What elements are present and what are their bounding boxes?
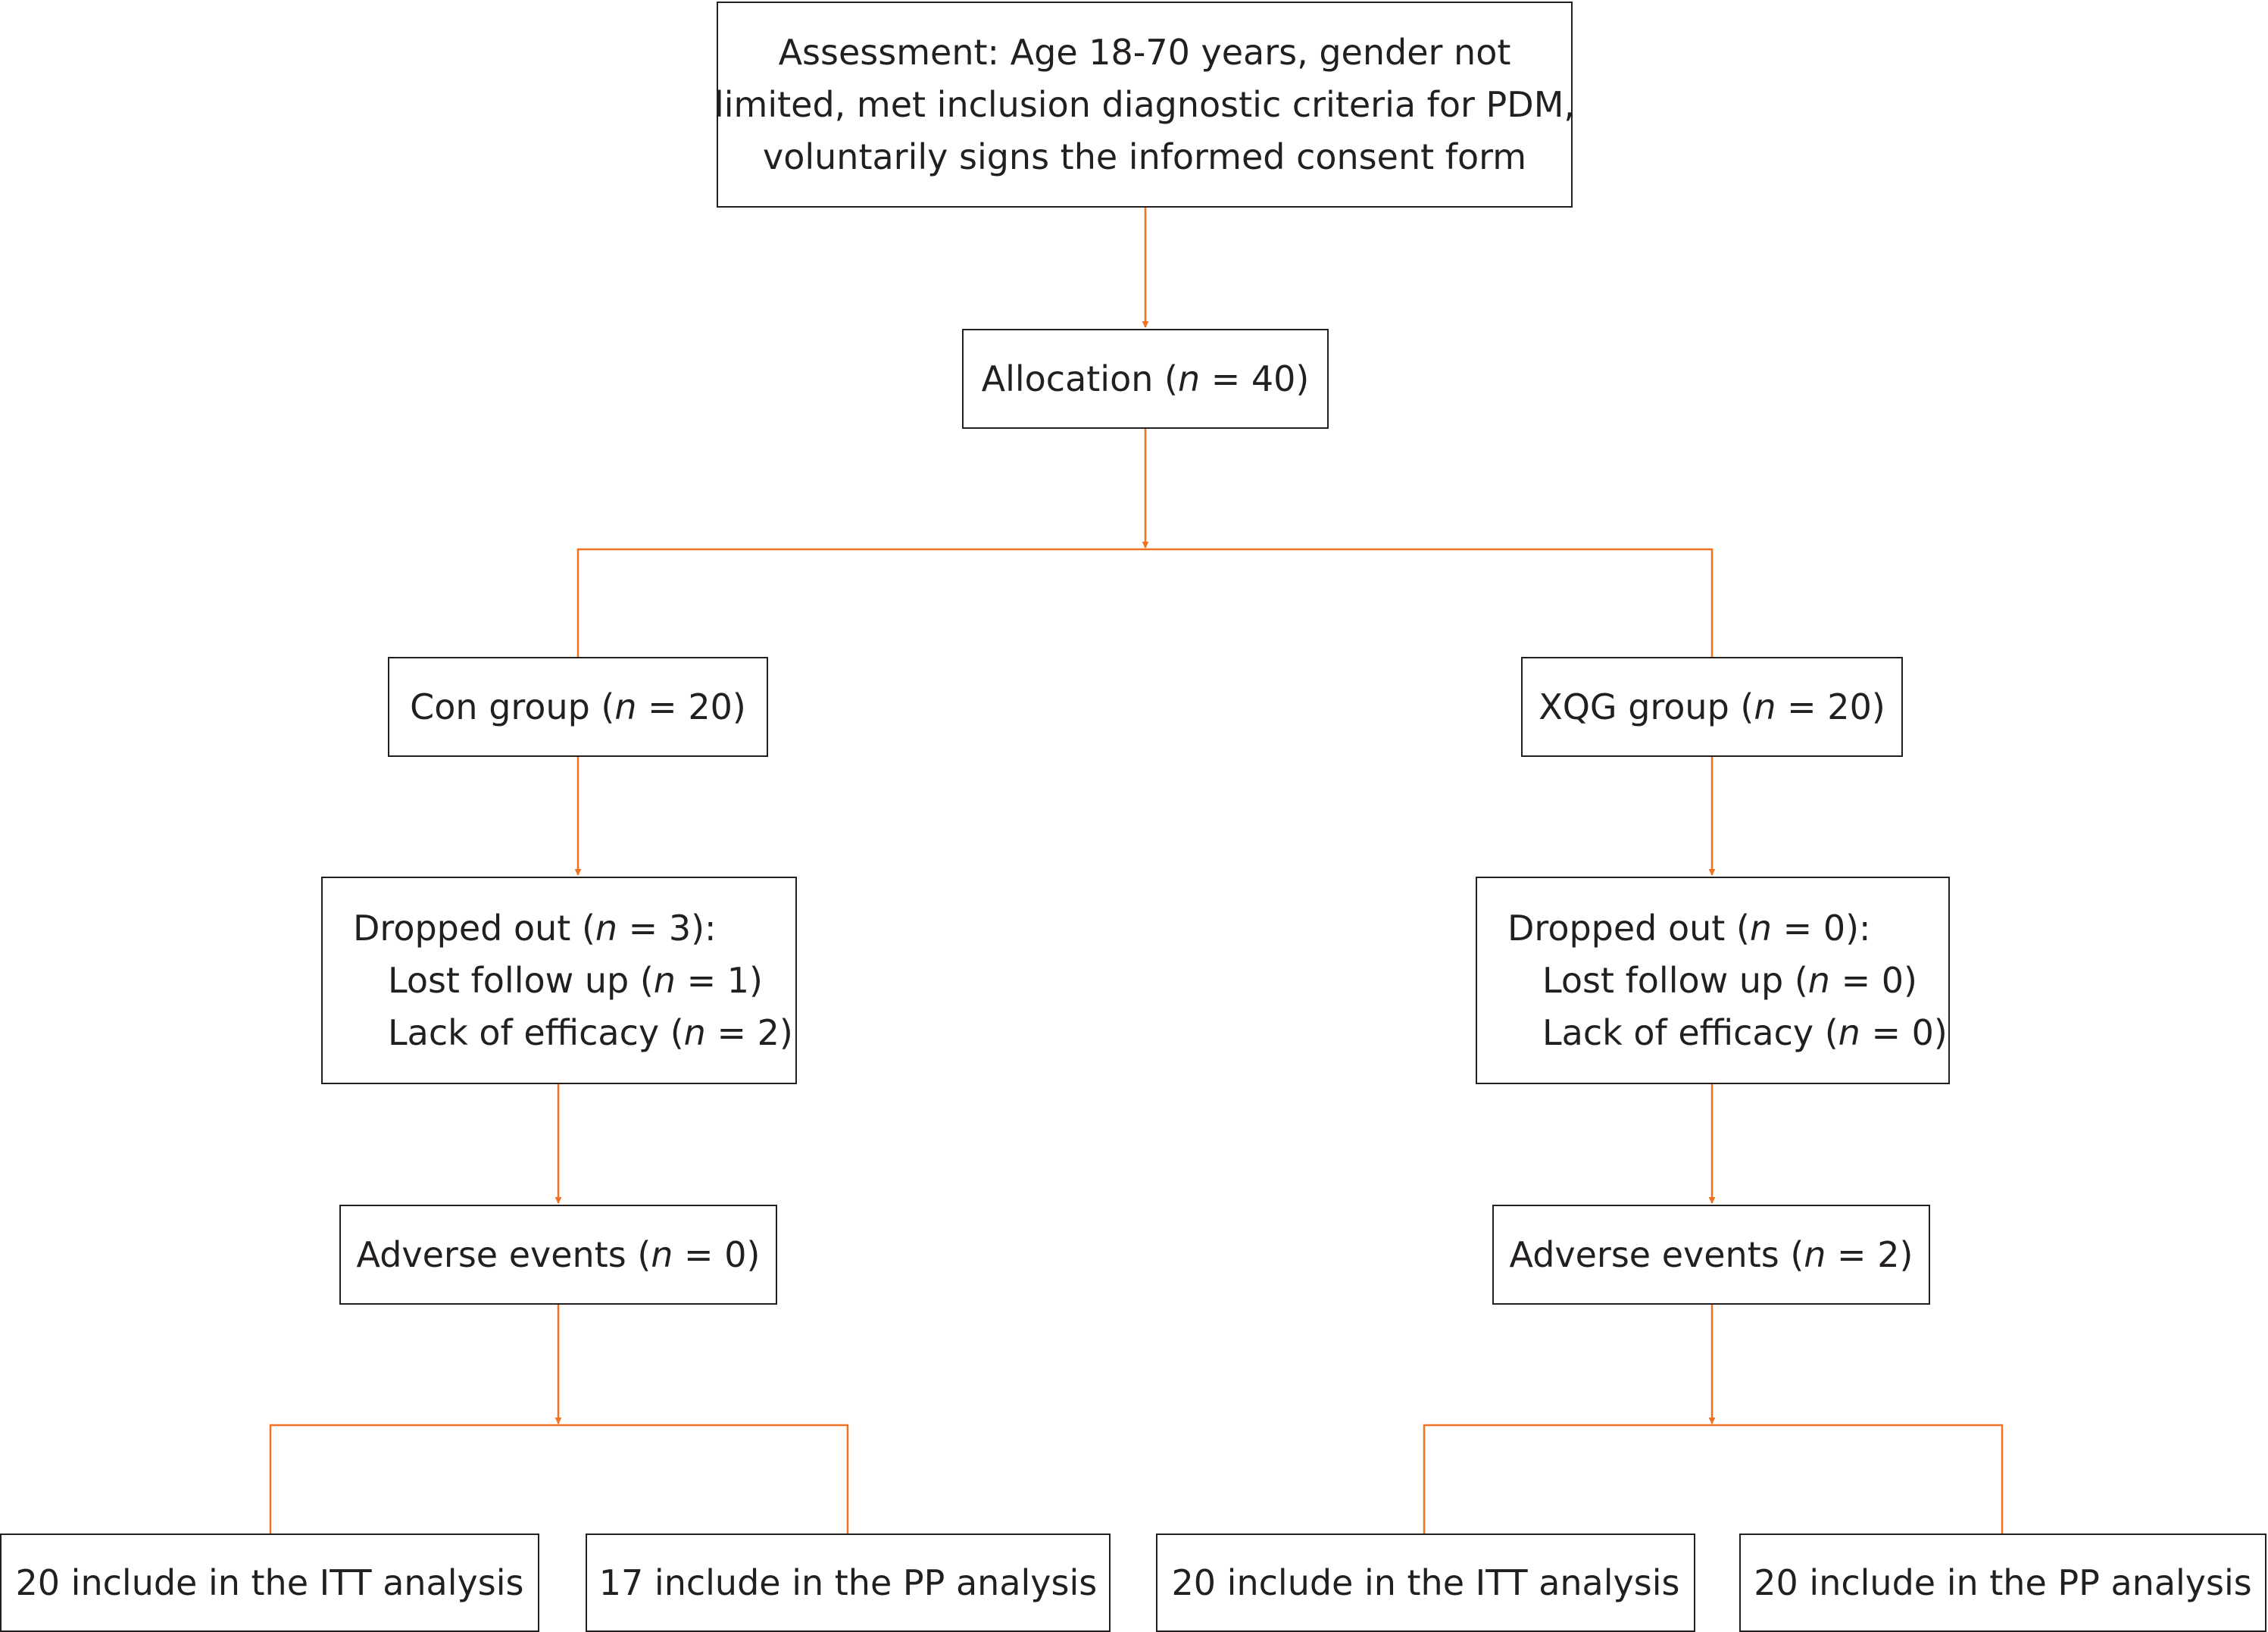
xqg-lost-follow-up: Lost follow up (n = 0) <box>1507 955 1917 1007</box>
xqg-itt-text: 20 include in the ITT analysis <box>1171 1562 1680 1603</box>
con-adverse-text: Adverse events (n = 0) <box>357 1229 761 1281</box>
xqg-group-label: XQG group ( <box>1539 686 1754 727</box>
assessment-line-3: voluntarily signs the informed consent f… <box>762 136 1527 177</box>
n-symbol: n <box>1838 1011 1860 1053</box>
n-symbol: n <box>653 959 676 1001</box>
lost-value: = 1) <box>675 959 763 1001</box>
n-symbol: n <box>1177 358 1201 399</box>
con-itt-text: 20 include in the ITT analysis <box>15 1562 524 1603</box>
xqg-group-value: = 20) <box>1776 686 1885 727</box>
n-symbol: n <box>1749 907 1773 949</box>
allocation-value: = 40) <box>1200 358 1310 399</box>
allocation-text: Allocation (n = 40) <box>982 353 1310 405</box>
n-symbol: n <box>595 907 618 949</box>
xqg-adverse-events-box: Adverse events (n = 2) <box>1492 1205 1930 1305</box>
adverse-value: = 0) <box>673 1233 761 1275</box>
con-dropped-out-box: Dropped out (n = 3): Lost follow up (n =… <box>321 877 797 1084</box>
n-symbol: n <box>1804 1233 1826 1275</box>
con-pp-text: 17 include in the PP analysis <box>598 1562 1098 1603</box>
xqg-dropped-out-box: Dropped out (n = 0): Lost follow up (n =… <box>1476 877 1950 1084</box>
assessment-line-1: Assessment: Age 18-70 years, gender not <box>778 31 1511 73</box>
split-connector-groups <box>576 548 1713 657</box>
adverse-value: = 2) <box>1826 1233 1913 1275</box>
dropped-label: Dropped out ( <box>1507 907 1750 949</box>
con-dropped-header: Dropped out (n = 3): <box>353 902 717 955</box>
allocation-box: Allocation (n = 40) <box>962 329 1329 429</box>
allocation-label: Allocation ( <box>981 358 1178 399</box>
xqg-dropped-header: Dropped out (n = 0): <box>1507 902 1871 955</box>
lack-label: Lack of efficacy ( <box>388 1011 684 1053</box>
xqg-pp-analysis-box: 20 include in the PP analysis <box>1739 1534 2266 1632</box>
dropped-label: Dropped out ( <box>353 907 595 949</box>
split-connector-analysis-left <box>269 1424 849 1534</box>
con-group-label: Con group ( <box>410 686 615 727</box>
con-pp-analysis-box: 17 include in the PP analysis <box>586 1534 1111 1632</box>
con-group-value: = 20) <box>636 686 746 727</box>
lost-label: Lost follow up ( <box>388 959 654 1001</box>
adverse-label: Adverse events ( <box>356 1233 651 1275</box>
n-symbol: n <box>651 1233 673 1275</box>
xqg-itt-analysis-box: 20 include in the ITT analysis <box>1156 1534 1695 1632</box>
con-adverse-events-box: Adverse events (n = 0) <box>339 1205 777 1305</box>
xqg-lack-of-efficacy: Lack of efficacy (n = 0) <box>1507 1007 1948 1059</box>
lack-value: = 2) <box>705 1011 793 1053</box>
lack-label: Lack of efficacy ( <box>1542 1011 1838 1053</box>
con-lack-of-efficacy: Lack of efficacy (n = 2) <box>353 1007 793 1059</box>
con-group-text: Con group (n = 20) <box>410 681 746 733</box>
n-symbol: n <box>1807 959 1830 1001</box>
assessment-line-2: limited, met inclusion diagnostic criter… <box>714 83 1576 125</box>
adverse-label: Adverse events ( <box>1509 1233 1804 1275</box>
xqg-group-box: XQG group (n = 20) <box>1521 657 1903 757</box>
xqg-group-text: XQG group (n = 20) <box>1539 681 1885 733</box>
lost-label: Lost follow up ( <box>1542 959 1808 1001</box>
dropped-value: = 3): <box>617 907 717 949</box>
lost-value: = 0) <box>1829 959 1917 1001</box>
lack-value: = 0) <box>1860 1011 1948 1053</box>
con-group-box: Con group (n = 20) <box>388 657 768 757</box>
dropped-value: = 0): <box>1772 907 1871 949</box>
n-symbol: n <box>614 686 637 727</box>
assessment-box: Assessment: Age 18-70 years, gender not … <box>714 2 1576 208</box>
con-itt-analysis-box: 20 include in the ITT analysis <box>0 1534 539 1632</box>
n-symbol: n <box>1754 686 1776 727</box>
xqg-adverse-text: Adverse events (n = 2) <box>1510 1229 1913 1281</box>
split-connector-analysis-right <box>1423 1424 2004 1534</box>
n-symbol: n <box>683 1011 706 1053</box>
xqg-pp-text: 20 include in the PP analysis <box>1754 1562 2252 1603</box>
con-lost-follow-up: Lost follow up (n = 1) <box>353 955 763 1007</box>
